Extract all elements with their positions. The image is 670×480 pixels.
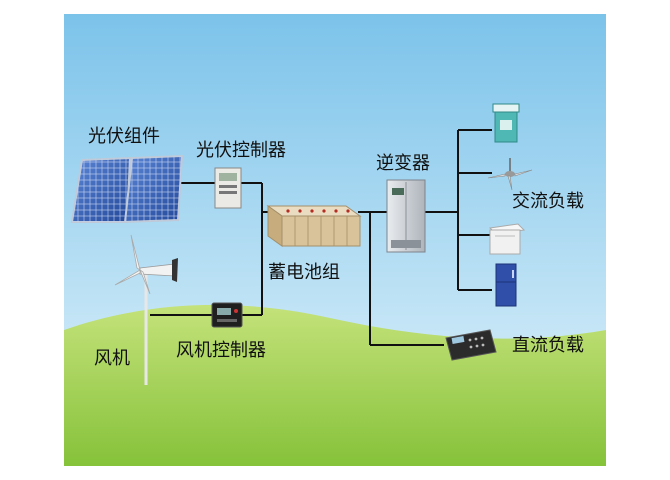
pv-controller-label: 光伏控制器	[196, 140, 286, 161]
water-dispenser-icon	[492, 103, 520, 143]
inverter-icon	[386, 179, 426, 253]
battery-bank-icon	[266, 205, 362, 247]
wiring	[150, 129, 492, 346]
ac-load-label: 交流负载	[512, 191, 584, 212]
mixing-console-icon	[445, 329, 497, 361]
solar-panel-icon	[70, 154, 184, 224]
inverter-label: 逆变器	[376, 153, 430, 174]
battery-bank-label: 蓄电池组	[268, 262, 340, 283]
wind-turbine-label: 风机	[94, 348, 130, 369]
wind-controller-label: 风机控制器	[176, 340, 266, 361]
ceiling-fan-icon	[487, 158, 533, 191]
dc-load-label: 直流负载	[512, 335, 584, 356]
wind-turbine-icon	[114, 234, 178, 385]
refrigerator-icon	[495, 263, 517, 307]
pv-controller-icon	[214, 167, 242, 209]
wind-controller-icon	[211, 302, 243, 328]
freezer-icon	[488, 223, 526, 255]
pv-modules-label: 光伏组件	[88, 126, 160, 147]
